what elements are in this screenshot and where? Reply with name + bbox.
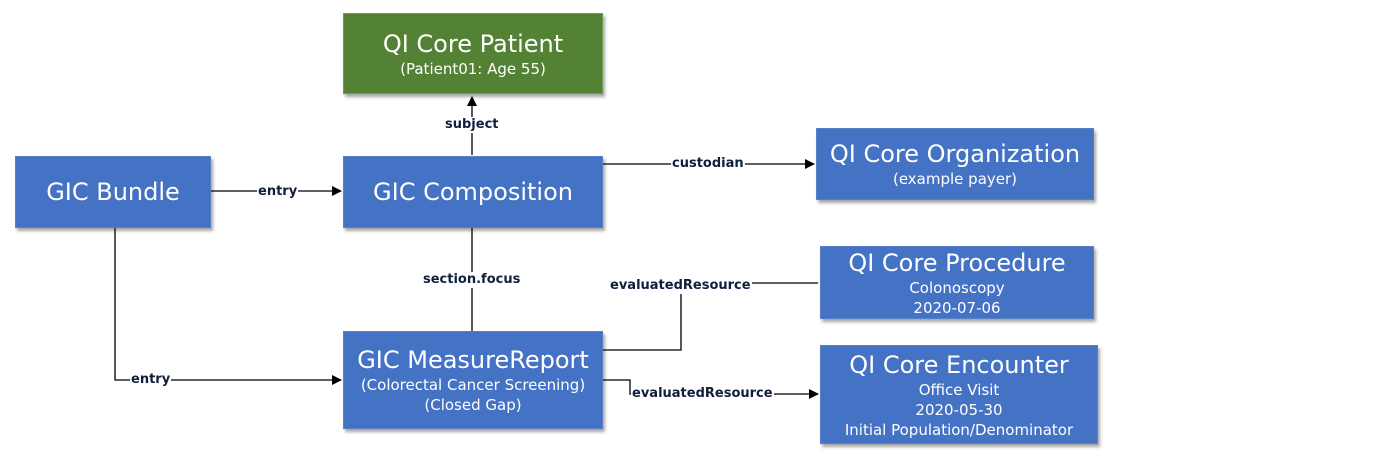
edge-label-evaluated-encounter: evaluatedResource xyxy=(631,386,774,402)
node-procedure: QI Core Procedure Colonoscopy 2020-07-06 xyxy=(820,246,1094,319)
node-measurereport-title: GIC MeasureReport xyxy=(357,346,589,374)
edge-label-subject: subject xyxy=(444,117,500,133)
node-measurereport-sub1: (Colorectal Cancer Screening) xyxy=(360,376,586,394)
node-organization: QI Core Organization (example payer) xyxy=(816,128,1094,200)
node-bundle-title: GIC Bundle xyxy=(46,178,180,206)
node-composition-title: GIC Composition xyxy=(373,178,573,206)
node-measurereport: GIC MeasureReport (Colorectal Cancer Scr… xyxy=(343,331,603,429)
node-composition: GIC Composition xyxy=(343,156,603,228)
node-patient-title: QI Core Patient xyxy=(382,29,564,58)
node-encounter-sub1: Office Visit xyxy=(918,380,1000,399)
node-encounter-sub2: 2020-05-30 xyxy=(915,400,1003,419)
edge-label-section-focus: section.focus xyxy=(422,272,522,288)
node-measurereport-sub2: (Closed Gap) xyxy=(424,396,522,414)
node-encounter-sub3: Initial Population/Denominator xyxy=(844,420,1074,439)
edge-label-evaluated-procedure: evaluatedResource xyxy=(609,278,752,294)
node-encounter: QI Core Encounter Office Visit 2020-05-3… xyxy=(820,345,1098,444)
node-patient: QI Core Patient (Patient01: Age 55) xyxy=(343,13,603,94)
edge-entry-bottom xyxy=(114,228,342,385)
node-patient-sub: (Patient01: Age 55) xyxy=(400,59,546,78)
node-procedure-sub1: Colonoscopy xyxy=(909,278,1005,297)
edge-label-entry-top: entry xyxy=(257,184,299,200)
node-procedure-title: QI Core Procedure xyxy=(848,248,1066,277)
edge-label-entry-bottom: entry xyxy=(130,372,172,388)
node-encounter-title: QI Core Encounter xyxy=(849,350,1069,379)
node-organization-title: QI Core Organization xyxy=(829,140,1081,168)
node-organization-sub: (example payer) xyxy=(892,170,1018,188)
node-procedure-sub2: 2020-07-06 xyxy=(913,298,1001,317)
edge-label-custodian: custodian xyxy=(671,156,745,172)
node-bundle: GIC Bundle xyxy=(15,156,211,228)
